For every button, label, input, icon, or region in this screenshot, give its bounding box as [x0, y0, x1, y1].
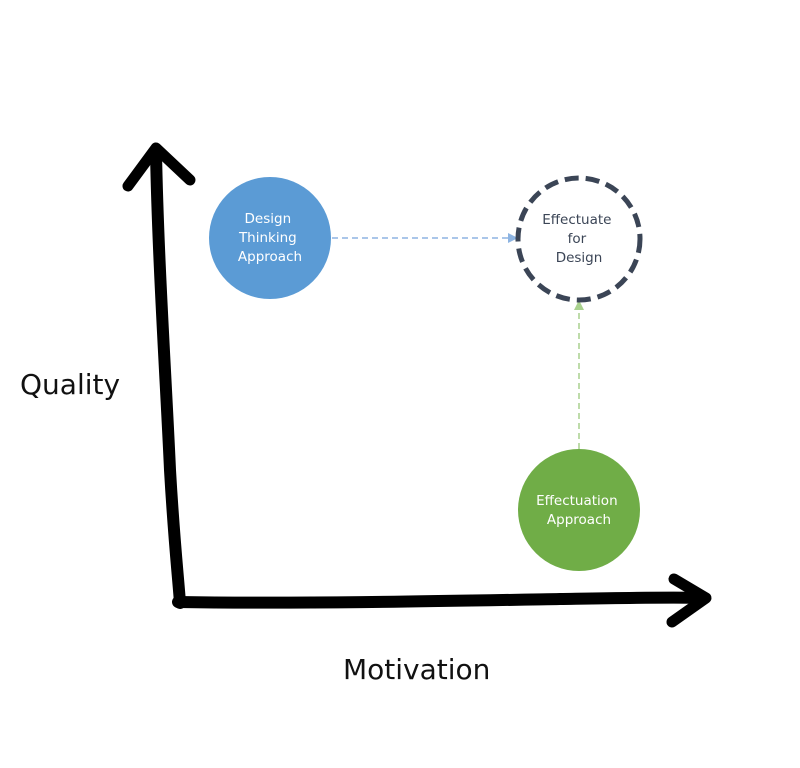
- effectuation-label-line: Effectuation: [536, 493, 618, 509]
- x-axis-label: Motivation: [343, 653, 490, 686]
- design-thinking-label-line: Thinking: [238, 230, 297, 246]
- effectuation-circle: [518, 449, 640, 571]
- design-thinking-circle: [209, 177, 331, 299]
- effectuate-label-line: for: [568, 231, 587, 247]
- axes: [122, 142, 712, 628]
- x-axis-line: [172, 591, 710, 609]
- design-thinking-label-line: Design: [245, 211, 292, 227]
- effectuate-label-line: Effectuate: [542, 212, 611, 228]
- y-axis-label: Quality: [20, 368, 120, 401]
- design-thinking-label: Design Thinking Approach: [238, 211, 302, 265]
- node-effectuate-for-design: Effectuate for Design: [515, 175, 643, 303]
- y-axis-line: [150, 146, 186, 609]
- node-design-thinking-approach: Design Thinking Approach: [209, 177, 331, 299]
- effectuate-label: Effectuate for Design: [542, 212, 616, 266]
- y-axis-arrowhead: [122, 142, 196, 192]
- x-axis-arrowhead: [666, 573, 712, 628]
- effectuate-label-line: Design: [556, 250, 603, 266]
- effectuation-label: Effectuation Approach: [536, 493, 622, 528]
- effectuate-circle: [515, 175, 643, 303]
- node-effectuation-approach: Effectuation Approach: [518, 449, 640, 571]
- design-thinking-label-line: Approach: [238, 249, 302, 265]
- effectuation-label-line: Approach: [547, 512, 611, 528]
